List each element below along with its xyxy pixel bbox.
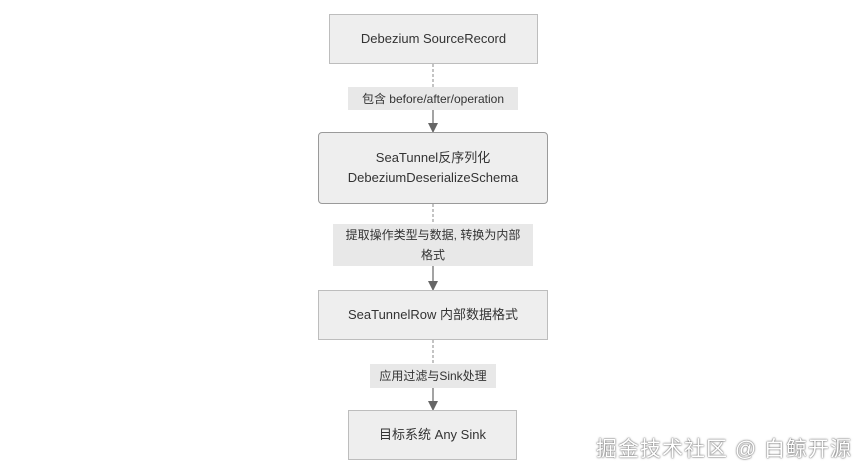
node-target-sink: 目标系统 Any Sink: [348, 410, 517, 460]
node-seatunnel-deserialize-line2: DebeziumDeserializeSchema: [347, 170, 519, 185]
watermark-text: 掘金技术社区 @ 白鲸开源: [596, 438, 852, 461]
edge-label-extract-line1: 提取操作类型与数据, 转换为内部: [345, 228, 521, 242]
node-seatunnel-deserialize: SeaTunnel反序列化 DebeziumDeserializeSchema: [318, 132, 548, 204]
node-debezium-source-record: Debezium SourceRecord: [329, 14, 538, 64]
edge-label-contains: 包含 before/after/operation: [348, 87, 518, 110]
edge-label-contains-text: 包含 before/after/operation: [361, 91, 505, 106]
node-seatunnel-row-label: SeaTunnelRow 内部数据格式: [347, 307, 519, 322]
node-seatunnel-row: SeaTunnelRow 内部数据格式: [318, 290, 548, 340]
edge-label-extract: 提取操作类型与数据, 转换为内部 格式: [333, 224, 533, 266]
edge-label-apply: 应用过滤与Sink处理: [370, 364, 496, 388]
node-target-sink-label: 目标系统 Any Sink: [379, 427, 486, 442]
node-debezium-source-record-label: Debezium SourceRecord: [360, 31, 507, 46]
edge-label-apply-text: 应用过滤与Sink处理: [379, 369, 487, 383]
edge-label-extract-line2: 格式: [420, 248, 445, 262]
node-seatunnel-deserialize-line1: SeaTunnel反序列化: [375, 150, 491, 165]
